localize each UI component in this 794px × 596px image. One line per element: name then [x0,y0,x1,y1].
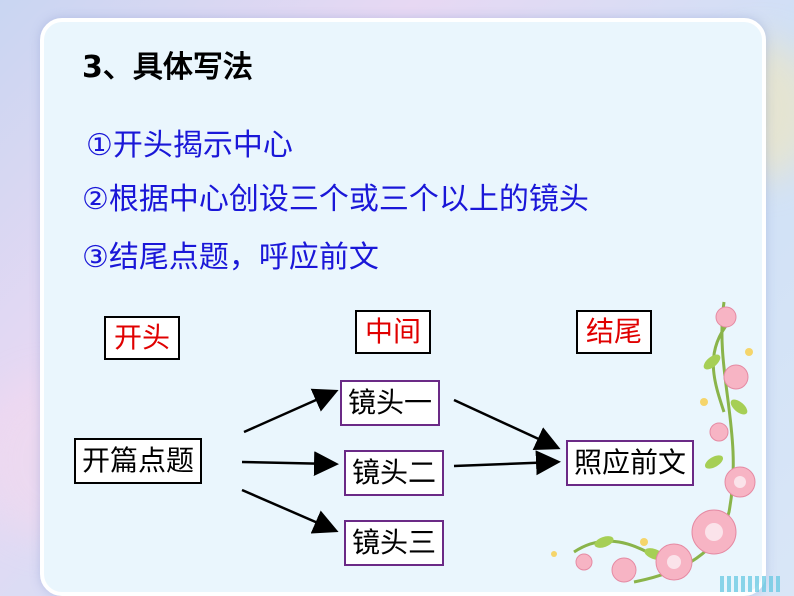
node-ending: 照应前文 [566,440,695,486]
arrow-shot2-to-end [453,450,561,476]
rose-flower-border [551,301,756,584]
node-shot-3: 镜头三 [344,520,445,566]
arrow-shot1-to-end [453,398,561,450]
arrow-open-to-shot1 [243,388,339,434]
node-shot-2: 镜头二 [344,450,445,496]
slide-title: 3、具体写法 [82,50,253,85]
header-start: 开头 [104,316,181,360]
point-3: ③结尾点题，呼应前文 [82,240,379,275]
arrow-open-to-shot2 [241,451,339,477]
node-opening: 开篇点题 [74,438,203,484]
header-middle: 中间 [355,310,432,354]
point-2: ②根据中心创设三个或三个以上的镜头 [82,182,589,217]
header-end: 结尾 [576,310,653,354]
point-1: ①开头揭示中心 [86,128,293,163]
corner-logo [720,576,780,592]
slide-card: 3、具体写法 ①开头揭示中心 ②根据中心创设三个或三个以上的镜头 ③结尾点题，呼… [40,18,766,596]
arrow-open-to-shot3 [241,488,339,534]
flow-arrows [241,388,561,534]
node-shot-1: 镜头一 [340,380,441,426]
